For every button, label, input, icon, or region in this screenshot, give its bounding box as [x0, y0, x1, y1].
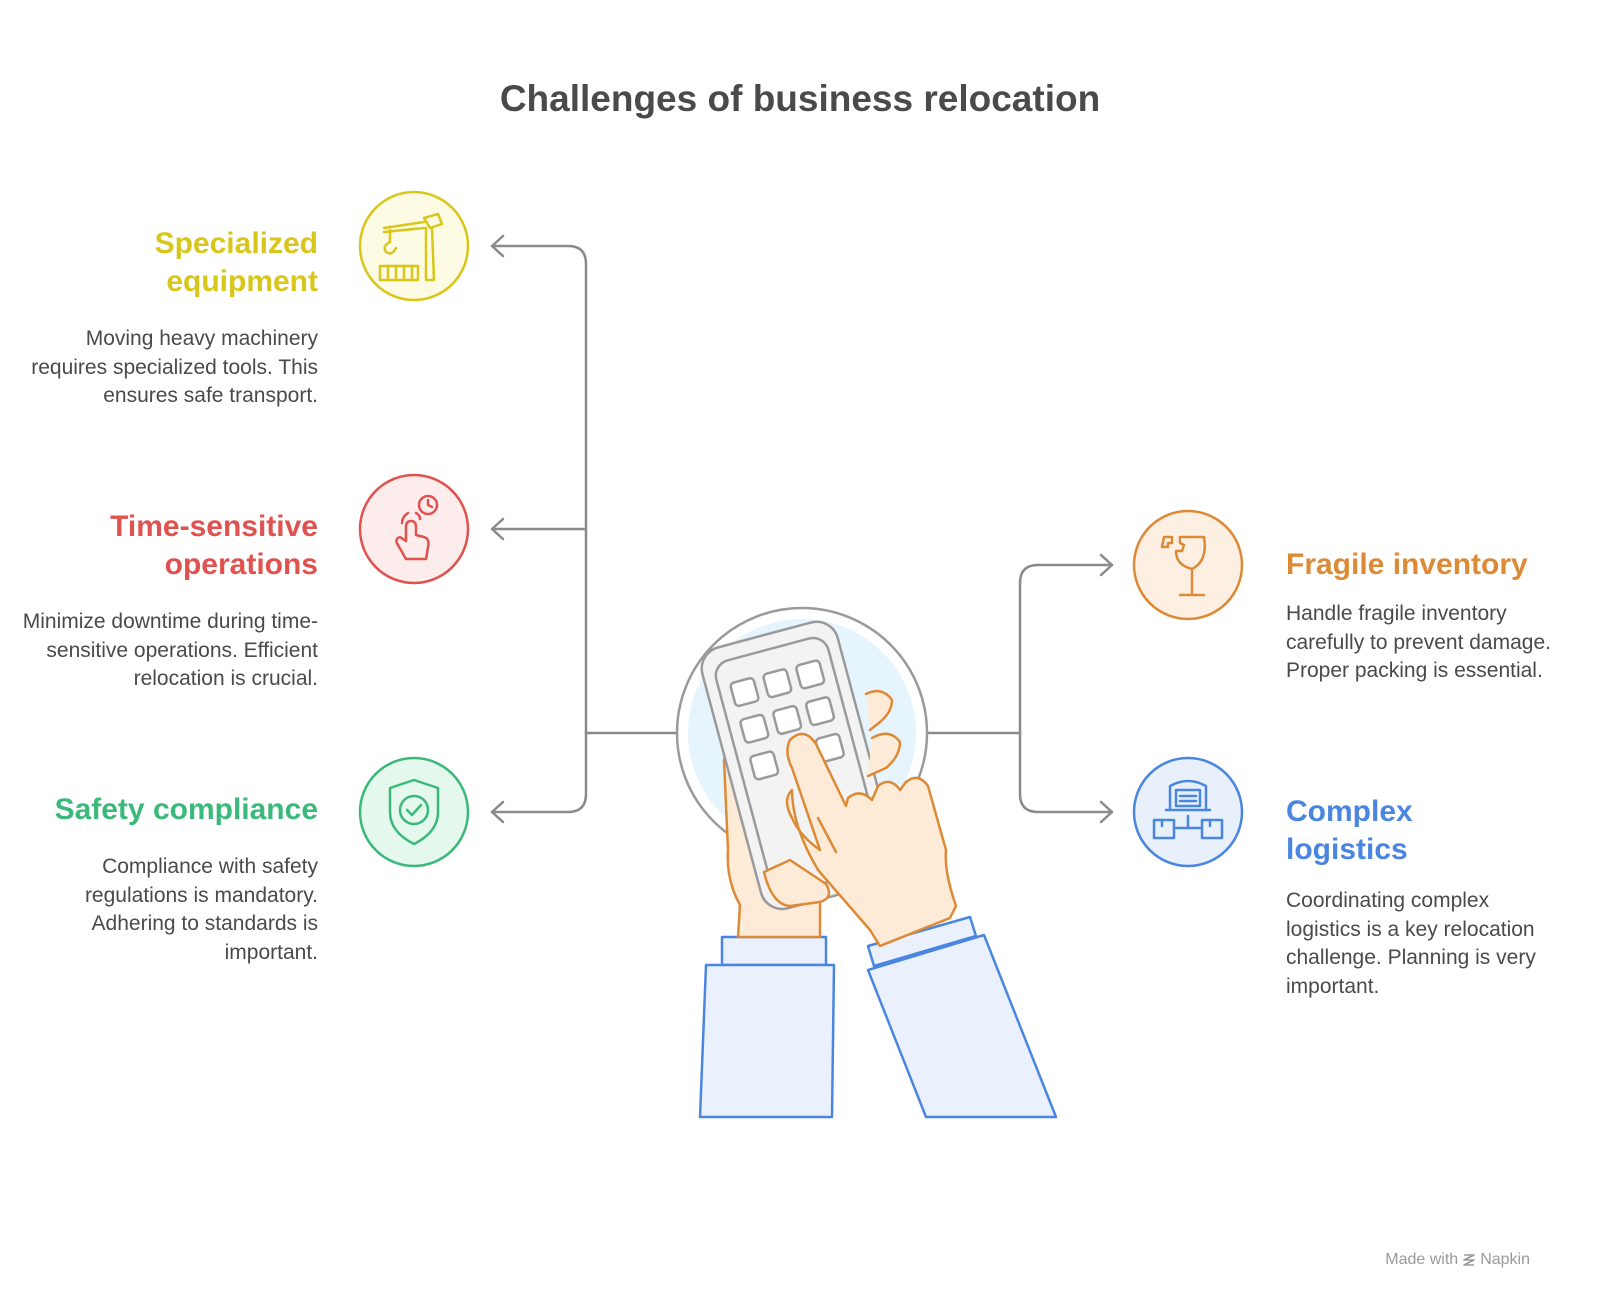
item-description: Moving heavy machinery requires speciali… [31, 327, 318, 407]
item-title: Time-sensitive operations [110, 510, 318, 581]
item-title: Safety compliance [54, 793, 318, 826]
item-description: Minimize downtime during time-sensitive … [22, 610, 318, 690]
item-description: Coordinating complex logistics is a key … [1286, 889, 1536, 998]
page-title: Challenges of business relocation [499, 78, 1101, 119]
item-description: Compliance with safety regulations is ma… [84, 855, 318, 964]
hand-clock-icon [358, 473, 470, 585]
arrow-to-logistics [1099, 800, 1114, 824]
made-with-label: Made with [1385, 1251, 1459, 1268]
connector-left-vertical [490, 244, 588, 814]
shield-check-icon [358, 756, 470, 868]
item-title: Complex logistics [1286, 795, 1413, 866]
crane-icon [358, 190, 470, 302]
hand-phone-illustration [675, 606, 1058, 1119]
arrow-to-specialized [490, 234, 505, 258]
item-description: Handle fragile inventory carefully to pr… [1286, 602, 1551, 682]
item-fragile-inventory: Fragile inventory Handle fragile invento… [1286, 546, 1556, 686]
arrow-to-time [490, 517, 505, 541]
item-complex-logistics: Complex logistics Coordinating complex l… [1286, 793, 1536, 1001]
connector-right-vertical [1018, 563, 1114, 814]
arrow-to-fragile [1099, 553, 1114, 577]
item-specialized-equipment: Specialized equipment Moving heavy machi… [18, 225, 318, 411]
broken-glass-icon [1132, 509, 1244, 621]
napkin-logo-icon [1462, 1252, 1476, 1268]
item-title: Specialized equipment [154, 227, 318, 298]
napkin-brand-label: Napkin [1480, 1251, 1530, 1268]
item-title: Fragile inventory [1286, 548, 1528, 581]
arrow-to-safety [490, 800, 505, 824]
item-time-sensitive-operations: Time-sensitive operations Minimize downt… [18, 508, 318, 694]
item-safety-compliance: Safety compliance Compliance with safety… [18, 791, 318, 967]
warehouse-network-icon [1132, 756, 1244, 868]
made-with-napkin-footer: Made with Napkin [1385, 1251, 1530, 1269]
